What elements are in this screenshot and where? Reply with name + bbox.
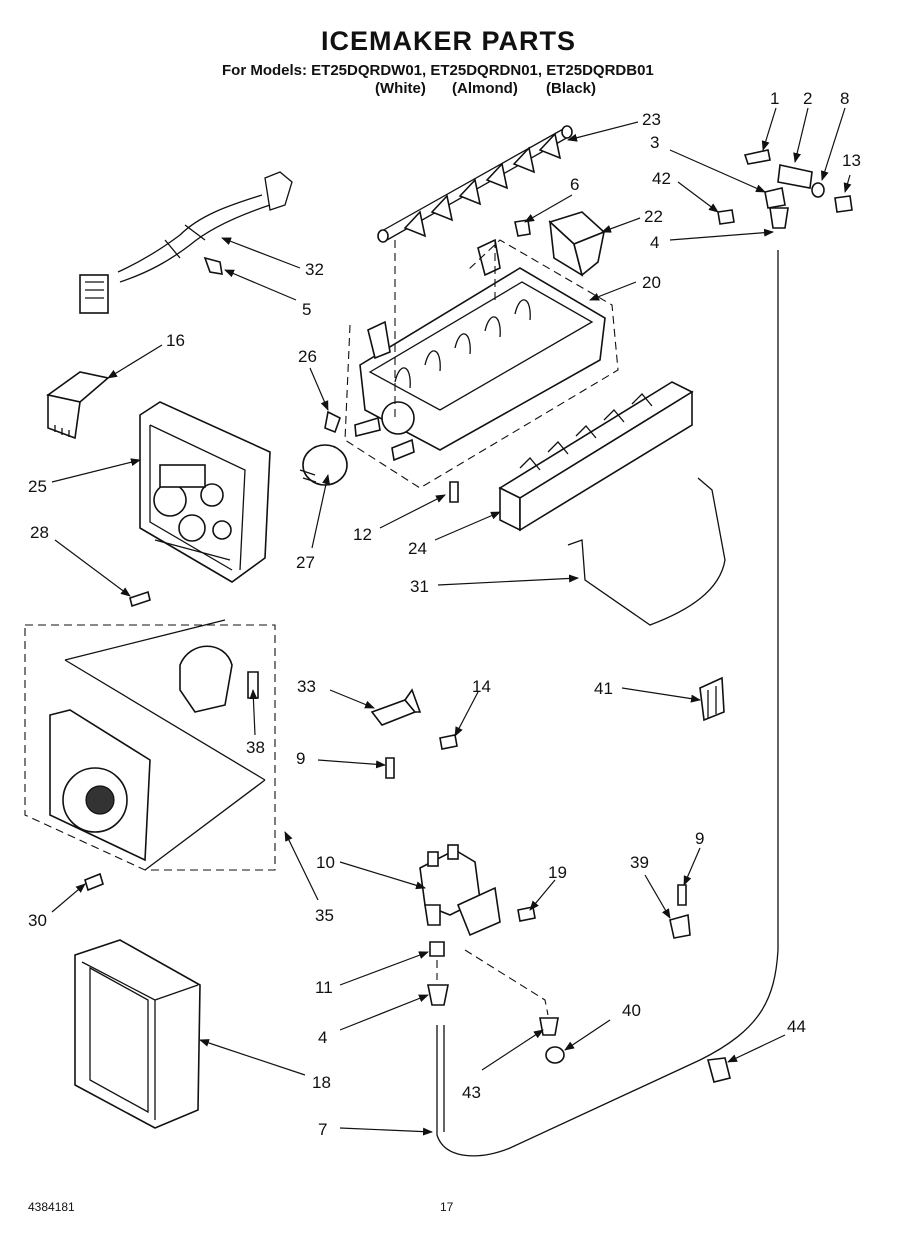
callout-30: 30 xyxy=(28,911,47,930)
callout-10: 10 xyxy=(316,853,335,872)
callout-20: 20 xyxy=(642,273,661,292)
callout-4-lower: 4 xyxy=(318,1028,327,1047)
callout-28: 28 xyxy=(30,523,49,542)
callout-26: 26 xyxy=(298,347,317,366)
callout-3: 3 xyxy=(650,133,659,152)
callout-5: 5 xyxy=(302,300,311,319)
finish-white: (White) xyxy=(375,80,426,97)
finish-black: (Black) xyxy=(546,80,597,97)
screw-19 xyxy=(517,906,536,922)
control-module xyxy=(24,619,276,871)
thermostat-clip xyxy=(324,410,341,434)
insert-4-lower xyxy=(427,984,449,1006)
callout-9-lower: 9 xyxy=(695,829,704,848)
ice-mold xyxy=(354,238,606,462)
wire-harness xyxy=(79,171,293,314)
callout-1: 1 xyxy=(770,89,779,108)
bracket-33 xyxy=(370,688,422,726)
finish-almond: (Almond) xyxy=(452,80,518,97)
stripper xyxy=(498,381,694,532)
callout-31: 31 xyxy=(410,577,429,596)
callout-13: 13 xyxy=(842,151,861,170)
callout-33: 33 xyxy=(297,677,316,696)
callout-24: 24 xyxy=(408,539,427,558)
callout-12: 12 xyxy=(353,525,372,544)
fill-tube-fitting xyxy=(717,149,853,229)
callout-labels: 1 2 8 3 13 42 4 23 6 22 20 32 5 16 26 25… xyxy=(28,89,861,1139)
callout-16: 16 xyxy=(166,331,185,350)
page-number: 17 xyxy=(440,1200,454,1214)
callout-8: 8 xyxy=(840,89,849,108)
clamp-39 xyxy=(669,884,691,939)
thermostat xyxy=(299,444,348,486)
screw-12 xyxy=(449,481,459,503)
water-valve xyxy=(419,844,501,937)
screw-30 xyxy=(84,872,104,892)
callout-39: 39 xyxy=(630,853,649,872)
callout-11: 11 xyxy=(315,978,333,997)
callout-2: 2 xyxy=(803,89,812,108)
motor-housing xyxy=(139,401,271,583)
callout-43: 43 xyxy=(462,1083,481,1102)
screw-6 xyxy=(514,219,531,237)
harness-clip xyxy=(203,256,223,275)
ejector-blade xyxy=(377,125,573,243)
callout-19: 19 xyxy=(548,863,567,882)
model-list: For Models: ET25DQRDW01, ET25DQRDN01, ET… xyxy=(222,62,654,79)
callout-38: 38 xyxy=(246,738,265,757)
clip-41 xyxy=(699,676,725,722)
nut-40 xyxy=(545,1046,565,1064)
nut-11 xyxy=(429,941,445,957)
callout-40: 40 xyxy=(622,1001,641,1020)
callout-arrows xyxy=(51,107,852,1136)
document-number: 4384181 xyxy=(28,1200,75,1214)
gasket xyxy=(74,939,201,1129)
insert-43 xyxy=(539,1017,559,1036)
callout-23: 23 xyxy=(642,110,661,129)
callout-7: 7 xyxy=(318,1120,327,1139)
shield xyxy=(46,371,110,440)
screw-14 xyxy=(439,734,458,750)
callout-44: 44 xyxy=(787,1017,806,1036)
callout-27: 27 xyxy=(296,553,315,572)
callout-18: 18 xyxy=(312,1073,331,1092)
callout-14: 14 xyxy=(472,677,491,696)
fill-cup xyxy=(548,211,606,277)
shutoff-arm xyxy=(567,477,726,626)
callout-4: 4 xyxy=(650,233,659,252)
screw-9 xyxy=(385,757,395,779)
callout-6: 6 xyxy=(570,175,579,194)
mold-assembly-outline xyxy=(344,239,619,489)
callout-42: 42 xyxy=(652,169,671,188)
screw-28 xyxy=(129,590,151,608)
water-tube xyxy=(436,250,779,1157)
callout-35: 35 xyxy=(315,906,334,925)
callout-25: 25 xyxy=(28,477,47,496)
page-title: ICEMAKER PARTS xyxy=(320,26,576,56)
clamp-44 xyxy=(706,1057,731,1083)
callout-41: 41 xyxy=(594,679,613,698)
callout-9-upper: 9 xyxy=(296,749,305,768)
callout-32: 32 xyxy=(305,260,324,279)
callout-22: 22 xyxy=(644,207,663,226)
